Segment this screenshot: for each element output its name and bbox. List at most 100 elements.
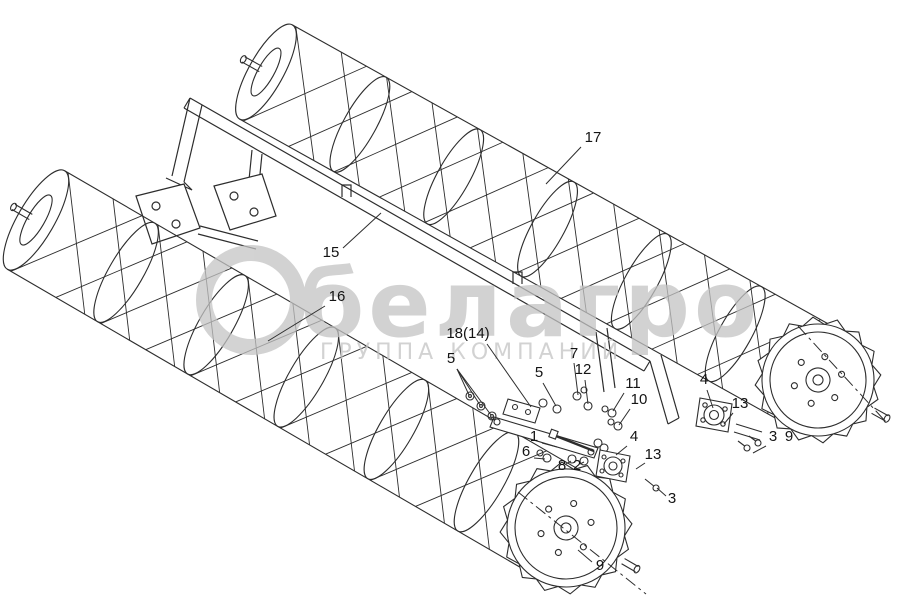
cage-slat — [242, 65, 367, 122]
cage-slat — [325, 398, 457, 455]
callout-label: 15 — [323, 244, 340, 261]
main-beam — [183, 97, 651, 372]
washer — [536, 449, 544, 457]
leader-line — [456, 368, 470, 396]
bolt-head — [548, 428, 559, 440]
cage-slat — [424, 167, 549, 223]
hanger-strap — [595, 327, 616, 393]
axle-stub — [621, 563, 636, 573]
watermark-logo-ring — [196, 245, 306, 355]
mount-plate — [502, 398, 541, 424]
roller-rear — [235, 23, 891, 444]
right-support — [649, 354, 680, 425]
callout-label: 3 — [769, 428, 777, 445]
plate-hole — [601, 454, 607, 460]
washer — [567, 454, 577, 464]
watermark: белагро ГРУППА КОМПАНИЙ — [196, 245, 761, 365]
sprocket-shaft — [560, 522, 572, 534]
end-hub — [19, 194, 53, 246]
callout-label: 12 — [575, 361, 592, 378]
leader-line — [565, 460, 572, 465]
watermark-subtitle: ГРУППА КОМПАНИЙ — [320, 339, 623, 365]
axis-dash-line — [517, 491, 647, 595]
axle-stub — [874, 407, 889, 417]
end-ring — [2, 169, 70, 271]
bolt-head — [652, 484, 660, 492]
cage-slat — [370, 424, 502, 481]
cage-slat — [415, 450, 547, 507]
plate-hole — [618, 472, 624, 478]
cage-slat — [288, 91, 413, 147]
leader-line — [723, 412, 734, 425]
washer — [542, 453, 552, 463]
axle-stub-end — [239, 55, 247, 64]
leader-line — [545, 146, 582, 185]
bracket-hole — [151, 201, 161, 211]
callout-label: 6 — [522, 443, 530, 460]
callout-label: 11 — [625, 375, 641, 392]
cage-slat — [280, 372, 412, 429]
bracket-hole — [249, 207, 259, 217]
callout-label: 17 — [585, 129, 602, 146]
callout-label: 13 — [732, 395, 749, 412]
washer — [487, 411, 497, 421]
sprocket-bolt-hole — [579, 543, 587, 551]
beam-hook — [341, 184, 352, 197]
callout-label: 2 — [573, 457, 581, 474]
plate-hole — [700, 417, 706, 423]
construction-lines — [517, 325, 887, 595]
leader-line — [542, 382, 557, 407]
cage-slat — [333, 116, 458, 173]
leader-line — [706, 389, 714, 409]
end-ring — [235, 23, 297, 121]
leader-line — [533, 457, 546, 460]
bearing — [603, 456, 623, 476]
sprocket-bolt-hole — [790, 382, 798, 390]
watermark-brand: белагро — [300, 251, 761, 358]
plate-hole — [722, 406, 728, 412]
washer — [552, 404, 562, 414]
sprocket-bolt-hole — [831, 394, 839, 402]
cage-slat — [100, 267, 233, 324]
left-post — [165, 97, 203, 191]
hardware-cluster — [465, 386, 763, 492]
leader-line — [656, 487, 667, 497]
plate-hole — [702, 402, 708, 408]
axle-stub-end — [633, 564, 641, 574]
washer — [468, 394, 472, 398]
washer — [607, 418, 615, 426]
plate-hole — [720, 421, 726, 427]
link-bar-hole — [493, 418, 501, 426]
cage-slat — [560, 243, 685, 299]
axle-stub — [871, 412, 886, 422]
washer — [538, 398, 548, 408]
bearing — [608, 461, 618, 471]
leader-line — [752, 445, 767, 454]
leader-line — [573, 362, 579, 396]
sprocket-bolt-hole — [587, 518, 595, 526]
sprocket-hub — [805, 367, 831, 393]
leader-line — [541, 442, 558, 448]
leader-line — [584, 379, 589, 405]
bracket-plate — [213, 173, 277, 231]
cage-rail — [292, 24, 845, 334]
rollers-layer — [2, 23, 891, 595]
sprocket-bolt-hole — [807, 399, 815, 407]
washer — [490, 414, 494, 418]
plate-hole — [599, 468, 605, 474]
washer — [579, 456, 589, 466]
callout-label: 5 — [535, 364, 543, 381]
plate-hole — [511, 403, 519, 411]
sprocket-disc — [769, 331, 867, 429]
callout-label: 9 — [785, 428, 793, 445]
sprocket-bolt-hole — [797, 358, 805, 366]
washer — [613, 421, 623, 431]
callout-label: 18(14) — [446, 325, 489, 342]
callout-label: 8 — [558, 457, 566, 474]
leader-line — [486, 343, 532, 408]
leader-line — [267, 305, 326, 342]
frame-assembly — [135, 97, 680, 425]
